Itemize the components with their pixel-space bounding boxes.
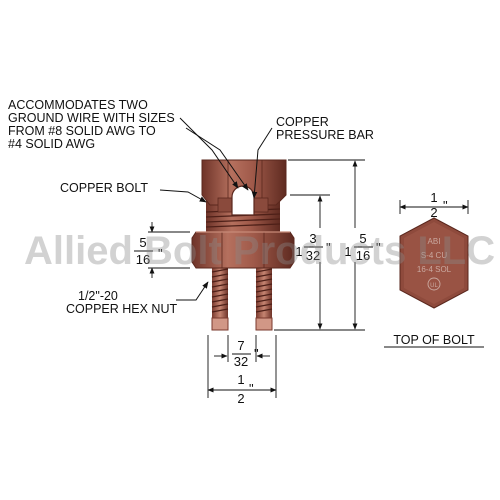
pressure-bar-leader bbox=[251, 127, 273, 199]
svg-text:32: 32 bbox=[306, 248, 320, 263]
accommodates-line-4: #4 SOLID AWG bbox=[8, 137, 95, 151]
threaded-leg-left bbox=[211, 262, 229, 331]
svg-text:5: 5 bbox=[139, 235, 146, 250]
callout-labels: ACCOMMODATES TWO GROUND WIRE WITH SIZES … bbox=[8, 98, 374, 316]
dimension-lines bbox=[148, 159, 469, 398]
hex-nut-line-2: COPPER HEX NUT bbox=[66, 302, 177, 316]
hex-nut bbox=[191, 231, 295, 269]
watermark-text: Allied Bolt Products LLC bbox=[24, 229, 495, 273]
threaded-leg-right bbox=[255, 262, 273, 331]
svg-text:32: 32 bbox=[234, 354, 248, 369]
svg-text:": " bbox=[158, 246, 163, 261]
copper-bolt-label: COPPER BOLT bbox=[60, 181, 148, 195]
wire-slot bbox=[231, 185, 255, 216]
accommodates-leader bbox=[179, 117, 239, 189]
accommodates-line-2: GROUND WIRE WITH SIZES bbox=[8, 111, 175, 125]
accommodates-line-3: FROM #8 SOLID AWG TO bbox=[8, 124, 156, 138]
svg-text:7: 7 bbox=[237, 338, 244, 353]
svg-text:": " bbox=[249, 381, 254, 396]
copper-bolt-leader bbox=[159, 189, 207, 203]
svg-text:16: 16 bbox=[356, 248, 370, 263]
ul-mark bbox=[427, 277, 441, 291]
dim-overall-width: 1 2 " bbox=[237, 372, 254, 406]
svg-text:5: 5 bbox=[359, 231, 366, 246]
svg-text:2: 2 bbox=[237, 391, 244, 406]
svg-text:1: 1 bbox=[237, 372, 244, 387]
stamp-line-3: 16-4 SOL bbox=[417, 265, 452, 274]
dim-nut-height: 5 16 " bbox=[134, 235, 163, 267]
svg-text:1: 1 bbox=[344, 244, 351, 259]
svg-text:2: 2 bbox=[430, 205, 437, 220]
pressure-bar-line-1: COPPER bbox=[276, 115, 329, 129]
pressure-bar-line-2: PRESSURE BAR bbox=[276, 128, 374, 142]
svg-text:16: 16 bbox=[136, 252, 150, 267]
stamp-line-2: S-4 CU bbox=[421, 251, 447, 260]
dim-top-width: 1 2 " bbox=[430, 190, 448, 220]
hex-nut-line-1: 1/2"-20 bbox=[78, 289, 118, 303]
ul-mark-text: UL bbox=[430, 283, 438, 289]
svg-text:": " bbox=[254, 346, 259, 361]
accommodates-leader-2 bbox=[185, 127, 249, 191]
callout-leaders bbox=[159, 117, 273, 301]
bolt-head bbox=[201, 159, 287, 206]
top-of-bolt-view: ABI S-4 CU 16-4 SOL UL TOP OF BOLT bbox=[384, 217, 484, 348]
top-of-bolt-caption: TOP OF BOLT bbox=[393, 333, 475, 347]
svg-text:1: 1 bbox=[295, 244, 302, 259]
dim-inner-height: 1 3 32 " bbox=[295, 231, 331, 263]
dim-overall-height: 1 5 16 " bbox=[344, 231, 381, 263]
hex-nut-leader bbox=[176, 281, 209, 301]
bolt-side-view bbox=[191, 159, 295, 331]
dimension-values: 5 16 " 1 3 32 " 1 5 16 " 7 32 " bbox=[134, 190, 448, 406]
dim-slot-width: 7 32 " bbox=[232, 338, 259, 369]
svg-text:": " bbox=[443, 198, 448, 213]
svg-text:3: 3 bbox=[309, 231, 316, 246]
stamp-line-1: ABI bbox=[428, 237, 441, 246]
svg-text:1: 1 bbox=[430, 190, 437, 205]
svg-text:": " bbox=[326, 240, 331, 255]
accommodates-line-1: ACCOMMODATES TWO bbox=[8, 98, 148, 112]
svg-text:": " bbox=[376, 240, 381, 255]
